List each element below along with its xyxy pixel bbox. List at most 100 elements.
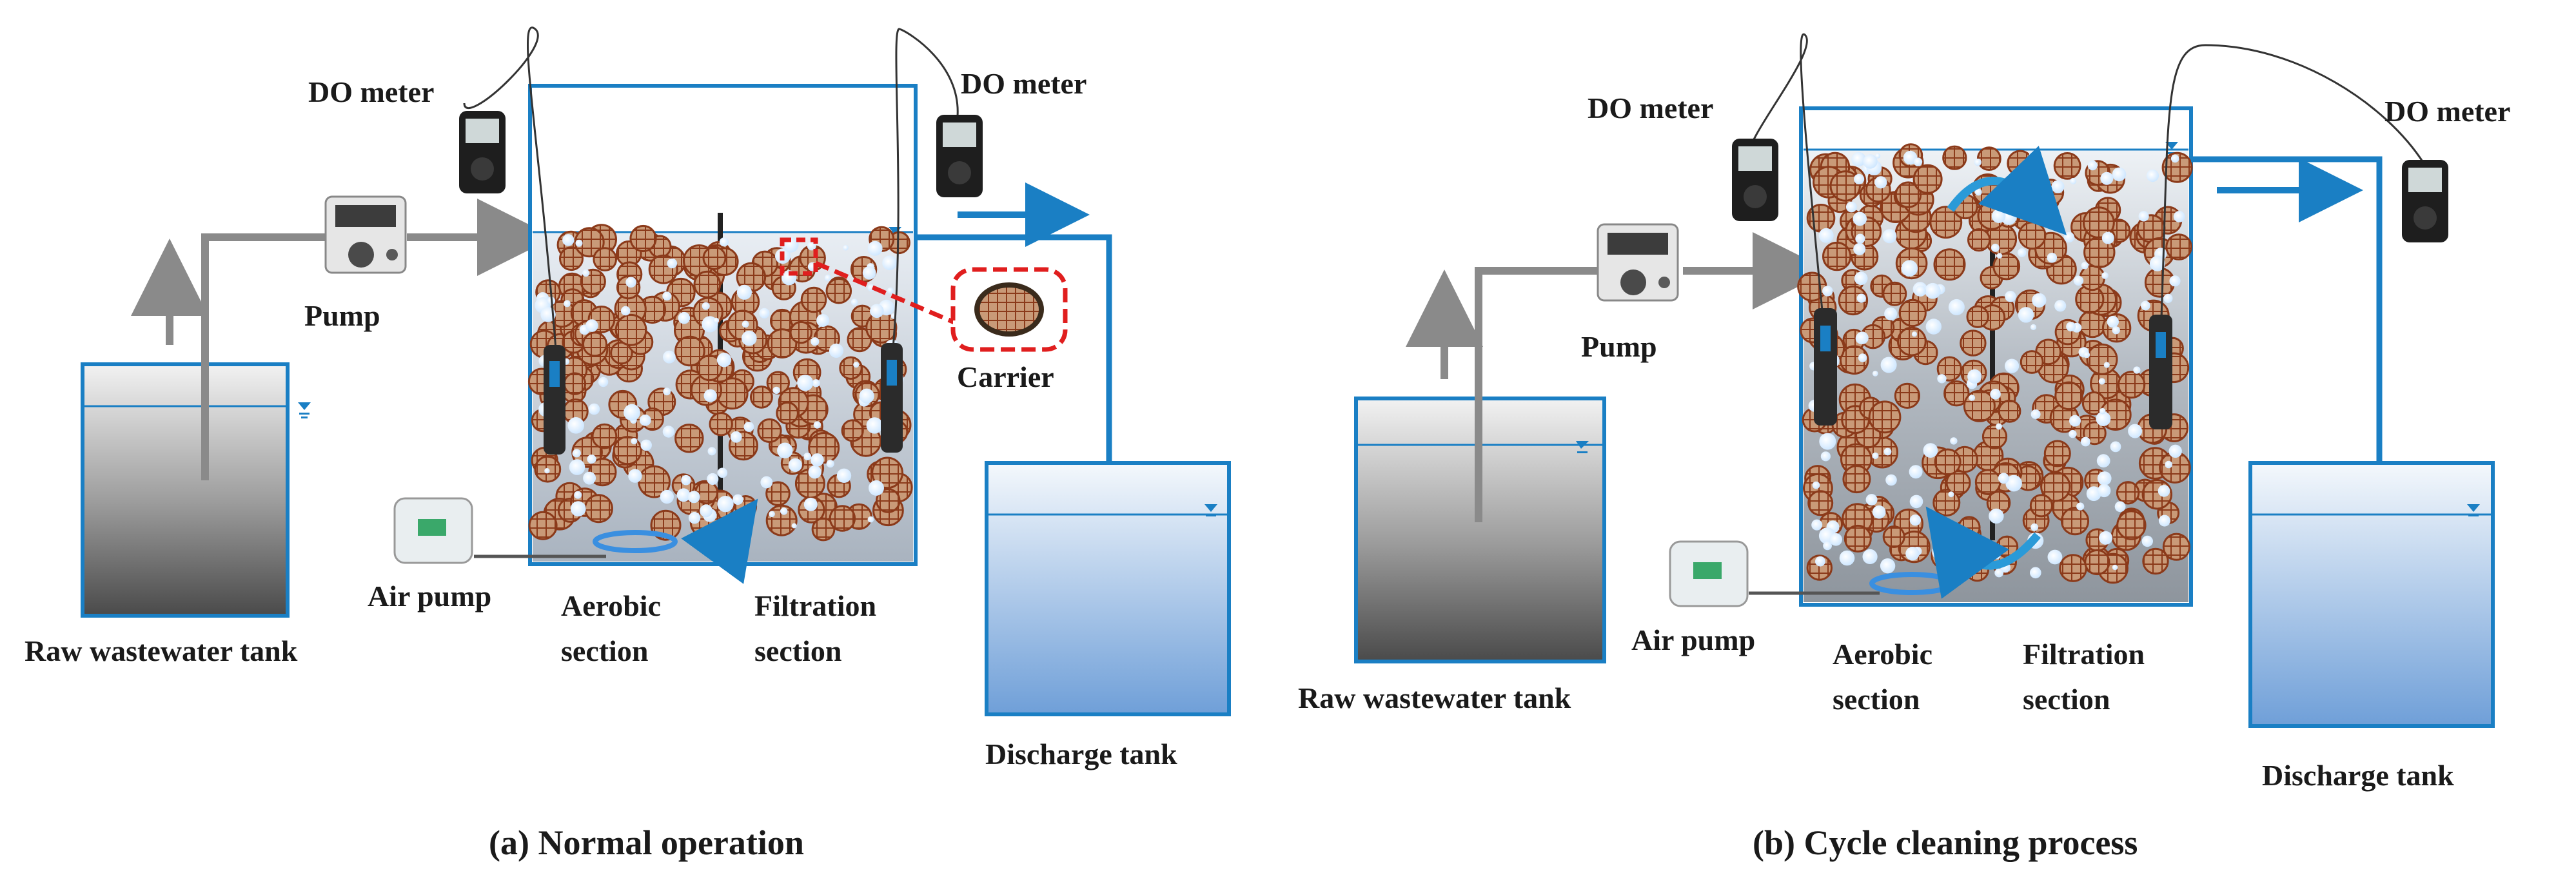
do-meter-icon xyxy=(936,115,983,197)
probe-cable xyxy=(2159,44,2426,349)
carrier-ring xyxy=(2083,236,2116,268)
carrier-ring xyxy=(2118,371,2146,399)
raw-tank-label: Raw wastewater tank xyxy=(1298,681,1571,714)
pump-icon xyxy=(1597,223,1679,302)
air-bubble xyxy=(1820,451,1831,462)
carrier-ring xyxy=(1963,389,1996,422)
air-bubble xyxy=(1865,494,1878,506)
air-bubble xyxy=(1856,293,1866,303)
air-bubble xyxy=(780,507,788,515)
air-bubble xyxy=(567,417,584,434)
discharge-pipe-b xyxy=(2191,156,2408,591)
air-bubble xyxy=(742,320,749,328)
air-bubble xyxy=(2087,161,2098,171)
carrier-ring xyxy=(2079,264,2106,291)
carrier-ring xyxy=(1998,399,2021,423)
carrier-ring xyxy=(1967,228,1991,252)
air-bubble xyxy=(1901,260,1918,277)
carrier-ring xyxy=(2020,350,2044,374)
air-bubble xyxy=(562,234,575,246)
air-bubble xyxy=(2066,322,2076,332)
air-bubble xyxy=(1872,371,1878,377)
air-bubble xyxy=(574,491,582,499)
air-bubble xyxy=(2158,485,2170,497)
air-bubble xyxy=(1862,549,1878,565)
do-meter-label: DO meter xyxy=(308,75,434,108)
air-bubble xyxy=(1905,547,1920,561)
air-bubble xyxy=(1822,286,1833,297)
carrier-ring xyxy=(1934,448,1961,476)
carrier-ring xyxy=(1868,400,1902,434)
probe-cable xyxy=(892,28,959,349)
air-bubble xyxy=(843,244,849,251)
air-bubble xyxy=(2069,429,2077,438)
air-bubble xyxy=(2103,362,2110,368)
air-bubble xyxy=(1855,233,1865,244)
air-bubble xyxy=(816,314,830,327)
carrier-ring xyxy=(1882,281,1907,306)
air-bubble xyxy=(2101,231,2114,244)
air-bubble xyxy=(575,239,583,247)
air-bubble xyxy=(811,337,820,346)
air-bubble xyxy=(2114,501,2126,513)
filtration-label: section xyxy=(2023,683,2110,716)
air-bubble xyxy=(2112,564,2118,571)
air-bubble xyxy=(628,469,642,483)
carrier-ring xyxy=(767,328,798,358)
carrier-label: Carrier xyxy=(957,360,1054,393)
air-bubble xyxy=(836,468,852,483)
air-bubble xyxy=(2170,154,2179,163)
carrier-ring xyxy=(811,517,836,542)
air-bubble xyxy=(866,417,883,434)
carrier-ring xyxy=(2161,152,2193,183)
air-bubble xyxy=(1998,473,2009,484)
aerobic-label: section xyxy=(1833,683,1920,716)
air-bubble xyxy=(1913,157,1923,166)
air-bubble xyxy=(777,442,793,458)
carrier-ring xyxy=(1838,285,1869,316)
carrier-icon xyxy=(974,282,1044,337)
air-bubble xyxy=(1991,209,2006,224)
carrier-ring xyxy=(1960,329,1987,357)
carrier-ring xyxy=(1894,181,1922,208)
air-bubble xyxy=(1937,374,1947,384)
air-bubble xyxy=(850,299,858,306)
air-bubble xyxy=(2051,180,2065,193)
air-bubble xyxy=(1854,173,1865,184)
air-bubble xyxy=(2069,415,2081,427)
air-bubble xyxy=(2141,300,2150,311)
air-bubble xyxy=(663,387,671,396)
pump-label: Pump xyxy=(1581,330,1657,363)
air-bubble xyxy=(811,453,824,467)
air-bubble xyxy=(870,304,884,318)
air-bubble xyxy=(1858,353,1867,362)
air-bubble xyxy=(2029,152,2036,159)
air-bubble xyxy=(2030,523,2039,531)
air-diffuser-a xyxy=(593,530,678,553)
carrier-ring xyxy=(693,270,722,299)
air-bubble xyxy=(1853,211,1867,226)
carrier-ring xyxy=(674,335,705,367)
pump-icon xyxy=(324,195,407,274)
air-bubble xyxy=(2086,486,2101,502)
carrier-ring xyxy=(800,286,827,313)
air-bubble xyxy=(1856,331,1869,344)
air-bubble xyxy=(688,512,701,524)
air-bubble xyxy=(1880,558,1896,574)
air-bubble xyxy=(570,501,586,516)
air-pump-label: Air pump xyxy=(1631,623,1755,656)
air-bubble xyxy=(1925,318,1942,335)
air-bubble xyxy=(869,480,884,496)
aerobic-label: Aerobic xyxy=(1833,638,1932,671)
carrier-ring xyxy=(1807,490,1834,516)
air-bubble xyxy=(572,449,581,458)
carrier-ring xyxy=(839,356,863,380)
air-bubble xyxy=(826,460,834,468)
carrier-ring xyxy=(2086,343,2118,375)
air-bubble xyxy=(1996,253,2003,259)
air-bubble xyxy=(808,466,821,479)
air-bubble xyxy=(564,300,571,308)
air-bubble xyxy=(663,350,676,364)
do-meter-label: DO meter xyxy=(961,67,1086,100)
air-bubble xyxy=(598,377,609,387)
